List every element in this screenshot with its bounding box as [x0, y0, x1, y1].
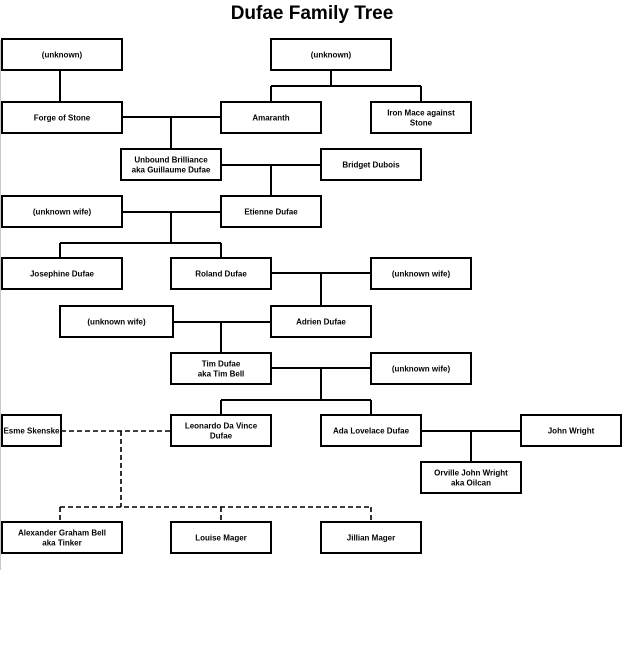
person-node-etienne-dufae: Etienne Dufae: [220, 195, 322, 228]
person-name-line: Dufae: [210, 432, 233, 441]
person-name-line: Roland Dufae: [195, 270, 247, 279]
person-box: [420, 461, 522, 494]
person-node-louise-mager: Louise Mager: [170, 521, 272, 554]
person-name-line: Jillian Mager: [347, 534, 395, 543]
person-name-line: Unbound Brilliance: [134, 156, 208, 165]
person-name-line: Ada Lovelace Dufae: [333, 427, 410, 436]
person-box: [1, 414, 62, 447]
person-box: [370, 352, 472, 385]
person-name-line: Stone: [410, 119, 433, 128]
person-name-line: Etienne Dufae: [244, 208, 298, 217]
person-box: [320, 148, 422, 181]
person-box: [170, 352, 272, 385]
person-name-line: Louise Mager: [195, 534, 247, 543]
person-name-line: Josephine Dufae: [30, 270, 95, 279]
person-box: [370, 101, 472, 134]
person-name-line: Forge of Stone: [34, 114, 91, 123]
person-name-line: Bridget Dubois: [342, 161, 400, 170]
person-name-line: Adrien Dufae: [296, 318, 346, 327]
person-nodes: (unknown) (unknown) Forge of Stone Amaranth…: [1, 38, 622, 554]
person-box: [1, 195, 123, 228]
person-name-line: Orville John Wright: [434, 469, 508, 478]
person-name-line: aka Tinker: [42, 539, 81, 548]
person-name-line: Tim Dufae: [202, 360, 241, 369]
person-box: [1, 521, 123, 554]
person-node-roland-dufae: Roland Dufae: [170, 257, 272, 290]
person-box: [220, 101, 322, 134]
person-node-unknown-wife-4: (unknown wife): [370, 352, 472, 385]
person-node-unknown-wife-3: (unknown wife): [59, 305, 174, 338]
person-node-amaranth: Amaranth: [220, 101, 322, 134]
person-node-josephine-dufae: Josephine Dufae: [1, 257, 123, 290]
person-name-line: Esme Skenske: [3, 427, 60, 436]
person-node-unknown-1: (unknown): [1, 38, 123, 71]
person-box: [170, 521, 272, 554]
person-name-line: Leonardo Da Vince: [185, 422, 258, 431]
person-node-unknown-2: (unknown): [270, 38, 392, 71]
person-name-line: (unknown): [42, 51, 83, 60]
left-edge-divider: [0, 40, 1, 570]
person-name-line: (unknown wife): [392, 270, 451, 279]
person-name-line: Amaranth: [252, 114, 289, 123]
person-name-line: (unknown wife): [392, 365, 451, 374]
person-box: [170, 257, 272, 290]
person-node-unknown-wife-1: (unknown wife): [1, 195, 123, 228]
person-box: [1, 257, 123, 290]
person-box: [320, 414, 422, 447]
person-box: [220, 195, 322, 228]
person-name-line: aka Oilcan: [451, 479, 491, 488]
person-node-ada-lovelace: Ada Lovelace Dufae: [320, 414, 422, 447]
person-box: [59, 305, 174, 338]
person-box: [270, 38, 392, 71]
connector-lines: [59, 70, 521, 522]
person-name-line: aka Tim Bell: [198, 370, 245, 379]
person-box: [120, 148, 222, 181]
person-name-line: John Wright: [548, 427, 595, 436]
person-name-line: (unknown wife): [87, 318, 146, 327]
person-box: [320, 521, 422, 554]
person-node-bridget-dubois: Bridget Dubois: [320, 148, 422, 181]
person-name-line: (unknown wife): [33, 208, 92, 217]
person-node-john-wright: John Wright: [520, 414, 622, 447]
person-box: [270, 305, 372, 338]
person-box: [370, 257, 472, 290]
person-node-forge-of-stone: Forge of Stone: [1, 101, 123, 134]
person-box: [1, 38, 123, 71]
page-title: Dufae Family Tree: [231, 3, 394, 24]
person-box: [170, 414, 272, 447]
person-node-esme-skenske: Esme Skenske: [1, 414, 62, 447]
person-node-jillian-mager: Jillian Mager: [320, 521, 422, 554]
person-name-line: (unknown): [311, 51, 352, 60]
person-name-line: Iron Mace against: [387, 109, 455, 118]
person-box: [1, 101, 123, 134]
person-box: [520, 414, 622, 447]
person-name-line: aka Guillaume Dufae: [132, 166, 211, 175]
person-node-unknown-wife-2: (unknown wife): [370, 257, 472, 290]
person-name-line: Alexander Graham Bell: [18, 529, 106, 538]
person-node-adrien-dufae: Adrien Dufae: [270, 305, 372, 338]
